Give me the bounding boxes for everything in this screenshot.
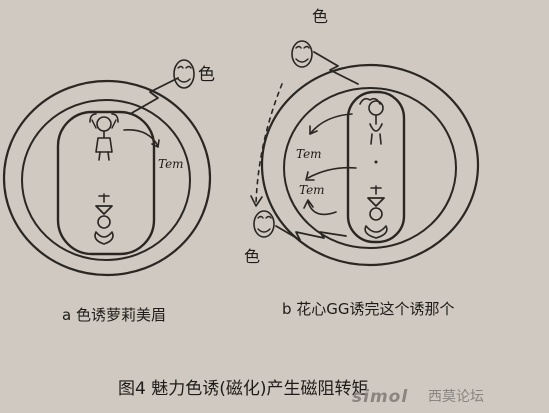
watermark: simol 西莫论坛	[352, 387, 484, 407]
watermark-cjk: 西莫论坛	[428, 389, 484, 405]
panel-b-tem-label-2: Tem	[299, 183, 325, 197]
panel-b-arrow-2-head	[305, 171, 315, 181]
panel-a-lightning-connector	[129, 77, 179, 115]
figure-caption: 图4 魅力色诱(磁化)产生磁阻转矩	[118, 379, 368, 399]
panel-b-lightning-bottom	[275, 225, 347, 241]
panel-b: 色 Tem Tem	[244, 7, 480, 267]
panel-b-boy-figure-icon	[364, 185, 388, 239]
panel-b-lightning-top	[313, 51, 359, 85]
panel-b-outer-ring	[260, 63, 480, 267]
panel-b-face-top-icon	[291, 40, 313, 68]
panel-b-arrow-3-head	[303, 199, 314, 209]
panel-a-curved-arrow	[123, 129, 159, 147]
panel-a-arrow-head	[151, 139, 160, 148]
panel-b-face-bottom-label: 色	[244, 247, 260, 266]
panel-b-outer-ring-inner-edge	[283, 87, 457, 249]
panel-a: 色 Tem	[2, 59, 215, 277]
panel-b-dashed-arrow	[255, 83, 283, 205]
panel-b-girl-figure-icon	[359, 97, 384, 145]
panel-b-caption: b 花心GG诱完这个诱那个	[282, 300, 455, 318]
panel-a-tem-label: Tem	[158, 157, 184, 171]
watermark-latin: simol	[352, 387, 408, 407]
panel-b-face-bottom-icon	[253, 210, 275, 238]
panel-a-boy-figure-icon	[94, 193, 114, 245]
panel-b-arrow-3	[307, 201, 337, 216]
panel-b-arrow-1	[309, 113, 353, 135]
panel-b-center-dot	[374, 160, 378, 164]
panel-b-face-top-label: 色	[312, 7, 328, 26]
panel-b-arrow-2	[307, 166, 357, 179]
panel-a-caption: a 色诱萝莉美眉	[62, 306, 166, 324]
panel-a-girl-figure-icon	[89, 113, 119, 161]
panel-a-face-icon	[173, 59, 195, 89]
panel-a-outer-ring	[2, 79, 212, 277]
panel-a-face-label: 色	[198, 65, 215, 85]
panel-b-dashed-arrow-head	[250, 195, 263, 207]
panel-b-tem-label-1: Tem	[296, 147, 322, 161]
panel-a-outer-ring-inner-edge	[21, 99, 191, 261]
panel-b-arrow-1-head	[309, 125, 318, 135]
panel-a-rotor-frame	[56, 110, 156, 256]
